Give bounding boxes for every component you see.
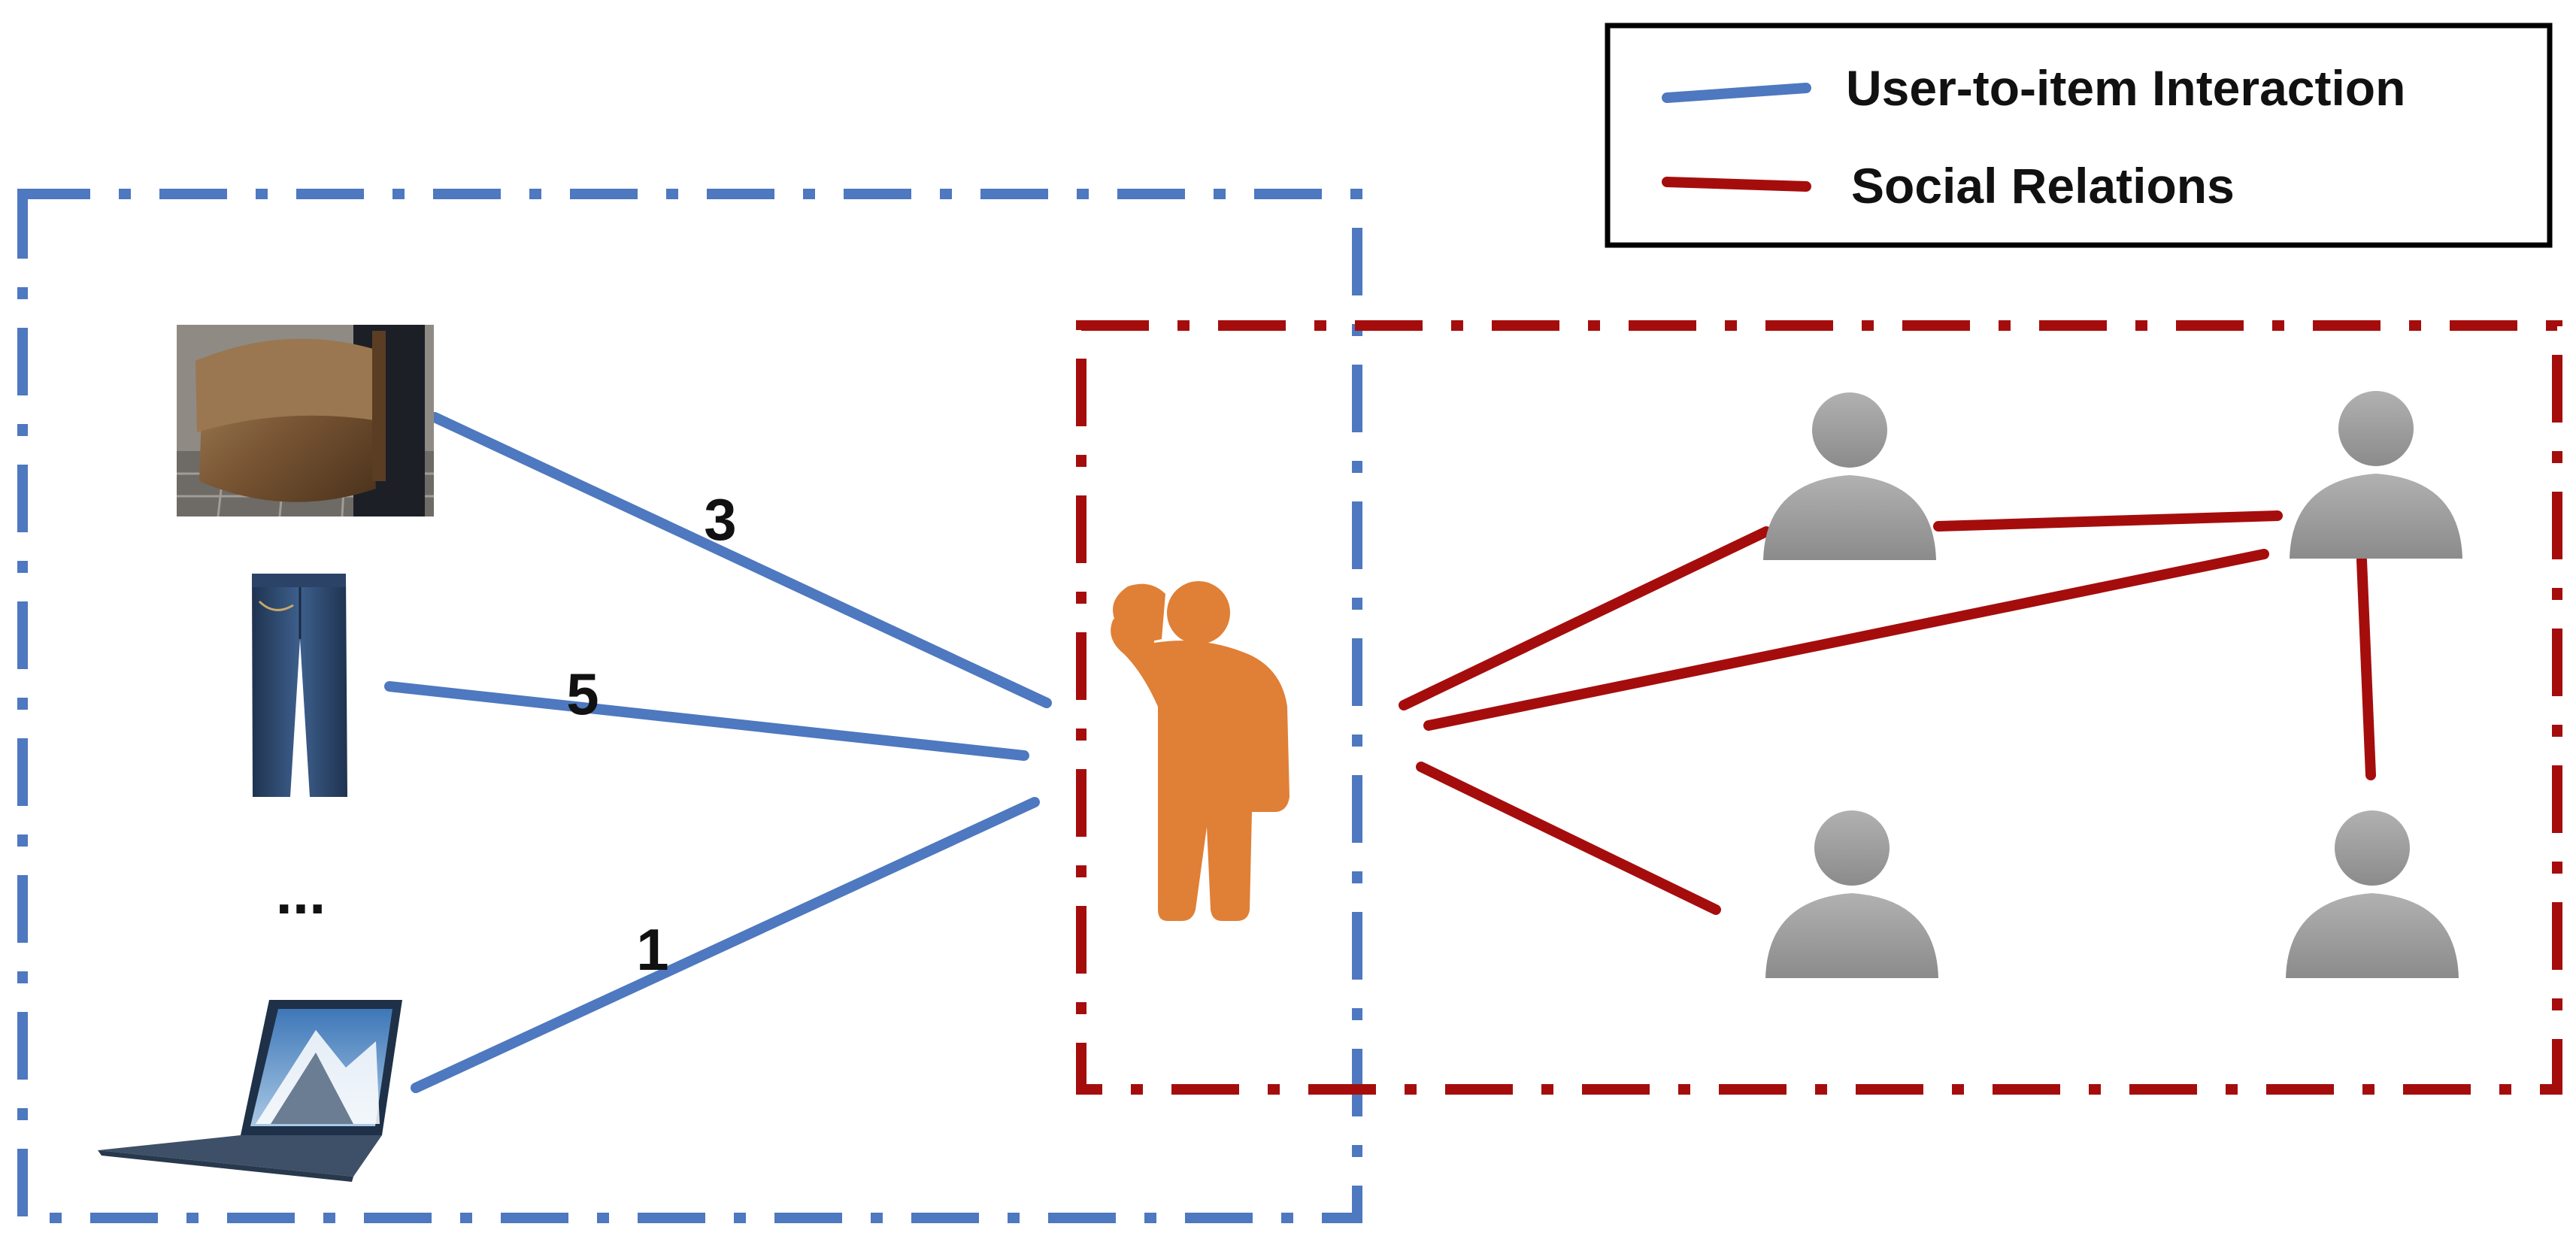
edge-friend-1-to-friend-2	[1933, 510, 2283, 532]
jeans-photo	[252, 574, 347, 797]
user-silhouette-icon	[2286, 810, 2459, 978]
social-region-box	[1076, 320, 2562, 1095]
legend: User-to-item Interaction Social Relation…	[1605, 23, 2553, 248]
legend-box	[1605, 23, 2553, 248]
edge-user-to-friend-1	[1399, 526, 1771, 710]
user-silhouette-icon	[2290, 391, 2462, 559]
rating-label-jeans: 5	[566, 661, 599, 727]
legend-label-interaction: User-to-item Interaction	[1846, 60, 2405, 116]
rating-label-bag: 3	[704, 486, 736, 553]
legend-label-social: Social Relations	[1851, 158, 2235, 214]
user-silhouette-icon	[1765, 810, 1938, 978]
thinking-person-icon	[1111, 581, 1290, 921]
user-silhouette-icon	[1763, 392, 1936, 560]
legend-swatch-interaction	[1662, 83, 1811, 103]
edge-user-to-friend-2	[1423, 549, 2269, 731]
messenger-bag-photo	[177, 325, 434, 517]
laptop-photo	[98, 1000, 402, 1182]
interaction-region-box	[17, 189, 1362, 1223]
rating-label-laptop: 1	[636, 916, 668, 983]
interaction-edges	[384, 412, 1052, 1093]
edge-jeans-to-user	[384, 681, 1029, 761]
edge-bag-to-user	[429, 412, 1052, 708]
edge-user-to-friend-3	[1416, 762, 1721, 915]
social-edges	[1399, 510, 2376, 915]
edge-laptop-to-user	[411, 797, 1040, 1093]
edge-friend-2-to-friend-4	[2356, 555, 2376, 780]
legend-swatch-social	[1662, 177, 1811, 192]
items-ellipsis: ...	[276, 859, 326, 926]
